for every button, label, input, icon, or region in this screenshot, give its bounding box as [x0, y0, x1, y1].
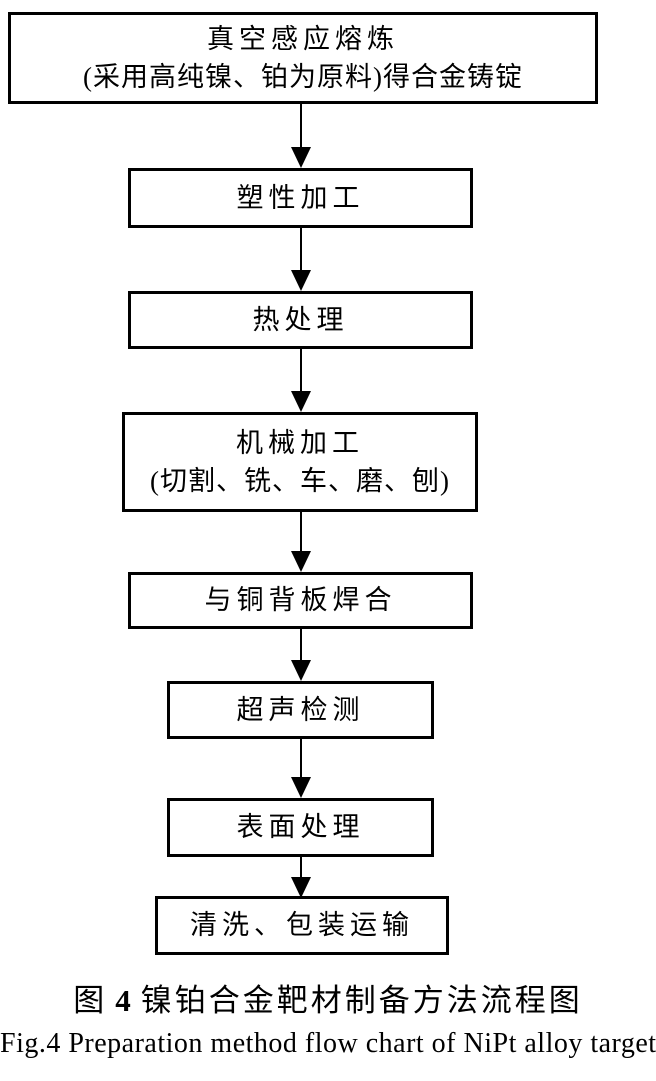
arrow-shaft [300, 228, 302, 270]
flow-step-cleaning-packing-shipping: 清洗、包装运输 [155, 896, 449, 955]
arrowhead-icon [291, 877, 311, 898]
caption-zh-text: 镍铂合金靶材制备方法流程图 [140, 983, 583, 1018]
arrow-shaft [300, 512, 302, 551]
arrowhead-icon [291, 270, 311, 291]
flow-step-label: 表面处理 [236, 812, 365, 843]
flow-step-vacuum-induction-melting: 真空感应熔炼 (采用高纯镍、铂为原料)得合金铸锭 [8, 12, 598, 104]
flow-step-label: 真空感应熔炼 [207, 23, 399, 54]
arrow-shaft [300, 349, 302, 391]
caption-zh-number: 4 [115, 983, 131, 1018]
flow-step-label: 超声检测 [236, 694, 365, 725]
arrowhead-icon [291, 391, 311, 412]
flow-step-label: 清洗、包装运输 [190, 910, 414, 941]
arrow-shaft [300, 104, 302, 147]
flow-step-weld-to-copper-backplate: 与铜背板焊合 [128, 572, 473, 629]
arrowhead-icon [291, 551, 311, 572]
arrowhead-icon [291, 660, 311, 681]
flow-step-label: 机械加工 [236, 427, 364, 458]
flow-step-label: (切割、铣、车、磨、刨) [150, 466, 450, 496]
flow-step-label: (采用高纯镍、铂为原料)得合金铸锭 [83, 62, 523, 92]
flow-step-plastic-working: 塑性加工 [128, 168, 473, 228]
flow-step-ultrasonic-inspection: 超声检测 [167, 681, 434, 739]
flow-step-label: 与铜背板焊合 [204, 585, 397, 616]
arrow-shaft [300, 629, 302, 660]
arrowhead-icon [291, 147, 311, 168]
flow-step-label: 热处理 [252, 304, 349, 335]
arrow-shaft [300, 739, 302, 777]
caption-zh-prefix: 图 [73, 983, 108, 1018]
flow-step-surface-treatment: 表面处理 [167, 798, 434, 857]
arrowhead-icon [291, 777, 311, 798]
flow-step-machining: 机械加工 (切割、铣、车、磨、刨) [122, 412, 478, 512]
arrow-shaft [300, 857, 302, 877]
flow-step-heat-treatment: 热处理 [128, 291, 473, 349]
figure-caption-en: Fig.4 Preparation method flow chart of N… [0, 1028, 656, 1059]
flow-step-label: 塑性加工 [236, 182, 365, 213]
